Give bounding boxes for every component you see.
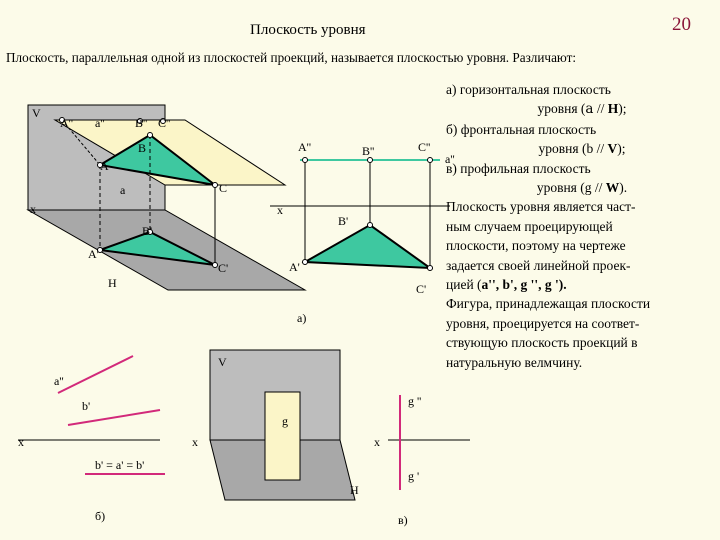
point-b2-ep [367,157,373,163]
item-b-line1: б) фронтальная плоскость [446,121,597,137]
triangle-epure [301,223,434,270]
triangle-abc-h [99,230,216,266]
point-a1 [97,247,103,253]
label-gamma1: g ' [408,469,419,483]
point-c [212,182,218,188]
triangle-abc [97,133,216,186]
item-a-line2: уровня (a // H); [537,101,627,118]
label-a2: A'' [60,116,73,130]
para-line4: задается своей линейной проек- [446,257,631,273]
label-b1: B' [142,224,152,238]
para-line6: Фигура, принадлежащая плоскости [446,296,651,312]
para-line1: Плоскость уровня является част- [446,199,636,215]
label-b: B [138,141,146,155]
label-alpha2: a'' [95,116,105,130]
label-beta1: b' = a' = b' [95,458,144,472]
label-x-3: x [192,435,198,449]
label-b1-ep: B' [338,214,348,228]
label-a: A [100,159,109,173]
point-c2-ep [427,157,433,163]
label-c: C [219,181,227,195]
label-x-v: x [374,435,380,449]
label-x-ep: x [277,203,283,217]
side-description: а) горизонтальная плоскость уровня (a //… [446,80,718,372]
para-line2: ным случаем проецирующей [446,218,613,234]
label-b2-b: b' [82,399,90,413]
item-a-line1: а) горизонтальная плоскость [446,82,611,97]
figure-a-3d: V x H A'' a'' B'' C'' A B C a A' B' C' [26,104,307,291]
slide-title: Плоскость уровня [250,22,366,38]
line-a2 [57,355,134,394]
label-b2: B'' [135,116,147,130]
item-b-line2: уровня (b // V); [538,141,626,157]
point-b [147,132,153,138]
figure-v-3d: x V x H g [192,349,359,501]
figure-v-epure: g '' x g ' в) [374,394,470,527]
point-b2 [137,118,143,124]
label-x: x [30,202,36,216]
label-a1: A' [88,247,99,261]
point-a1-ep [302,259,308,265]
caption-a: а) [297,311,306,325]
label-alpha: a [120,183,126,197]
figure-a-epure: A'' B'' C'' a'' x B' A' C' а) [270,140,455,325]
para-line9: натуральную велмчину. [446,354,583,370]
label-b2-ep: B'' [362,144,374,158]
para-line8: ствующую плоскость проекций в [446,335,638,351]
para-line7: уровня, проецируется на соответ- [446,315,640,331]
label-gamma2: g '' [408,394,421,408]
page-number: 20 [672,14,691,35]
point-a [97,162,103,168]
caption-b: б) [95,509,105,523]
label-c2: C'' [158,116,170,130]
para-line5: цией (a'', b', g '', g '). [446,277,567,293]
caption-v: в) [398,513,408,527]
label-gamma: g [282,414,288,428]
point-b1-ep [367,222,373,228]
label-v3: V [218,355,227,369]
label-c1: C' [218,261,228,275]
label-x-b: x [18,435,24,449]
label-alpha2-ep: a'' [445,152,455,166]
point-c1-ep [427,265,433,271]
point-c2 [160,118,166,124]
label-h-3: H [350,483,359,497]
point-c1 [212,262,218,268]
figure-b: a'' b' x b' = a' = b' б) [18,355,165,523]
intro-text: Плоскость, параллельная одной из плоскос… [6,50,577,65]
item-v-line2: уровня (g // W). [536,180,628,196]
point-a2 [59,117,65,123]
label-a2-b: a'' [54,374,64,388]
para-line3: плоскости, поэтому на чертеже [446,238,626,254]
label-v: V [32,106,41,120]
label-h: H [108,276,117,290]
point-a2-ep [302,157,308,163]
label-c2-ep: C'' [418,140,430,154]
line-b2 [67,409,161,426]
point-b1 [147,229,153,235]
label-c1-ep: C' [416,282,426,296]
plane-gamma [264,391,301,481]
label-a2-ep: A'' [298,140,311,154]
item-v-line1: в) профильная плоскость [446,160,591,176]
label-a1-ep: A' [289,260,300,274]
